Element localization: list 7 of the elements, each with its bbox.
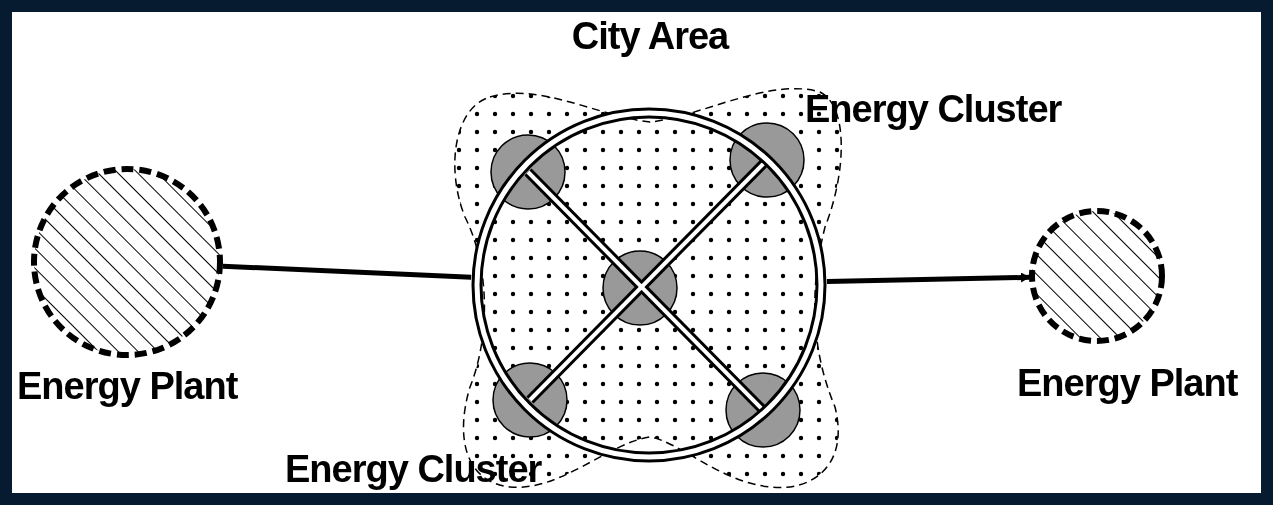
connector-line [826, 272, 1030, 284]
plant-label: Energy Plant [17, 364, 238, 409]
cluster-label: Energy Cluster [805, 87, 1062, 132]
cluster-label: Energy Cluster [285, 447, 542, 492]
plant-label: Energy Plant [1017, 361, 1238, 406]
area-title: City Area [570, 14, 730, 59]
connector-line [222, 263, 472, 280]
